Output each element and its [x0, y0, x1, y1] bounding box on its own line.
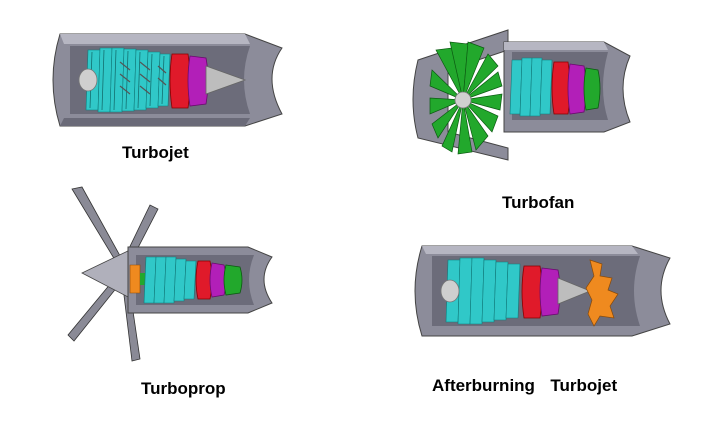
turbofan-turbine — [567, 63, 587, 115]
turbofan-label: Turbofan — [502, 193, 575, 212]
turbofan-combustor — [551, 61, 571, 115]
afterburner-turbine — [539, 267, 561, 317]
turbojet-combustor — [169, 53, 191, 109]
turboprop-engine — [67, 186, 273, 362]
turbofan-lp-turbine — [583, 67, 601, 111]
afterburner-compressor — [445, 257, 521, 325]
turbojet-stator-vanes — [119, 61, 167, 95]
turbojet-label: Turbojet — [122, 143, 189, 162]
turbofan-fan — [429, 41, 503, 155]
turbofan-engine — [412, 29, 631, 161]
turbojet-turbine — [187, 55, 209, 107]
afterburning-turbojet-engine — [414, 245, 671, 337]
turbojet-engine — [52, 33, 283, 127]
turboprop-label: Turboprop — [141, 379, 226, 398]
afterburner-exhaust-cone — [557, 277, 592, 305]
turboprop-compressor — [143, 256, 197, 304]
afterburner-spinner — [440, 279, 460, 303]
turbofan-spinner — [454, 91, 472, 109]
turboprop-gearbox — [129, 264, 141, 294]
turboprop-power-turbine — [223, 264, 243, 296]
turbojet-spinner — [78, 68, 98, 92]
propeller-blade-upper — [71, 186, 125, 266]
afterburner-combustor — [521, 265, 543, 319]
afterburning-turbojet-label: Afterburning Turbojet — [432, 376, 618, 395]
afterburner-flame-holder — [585, 259, 619, 327]
turbojet-exhaust-cone — [205, 65, 247, 95]
turbofan-compressor — [509, 57, 553, 117]
